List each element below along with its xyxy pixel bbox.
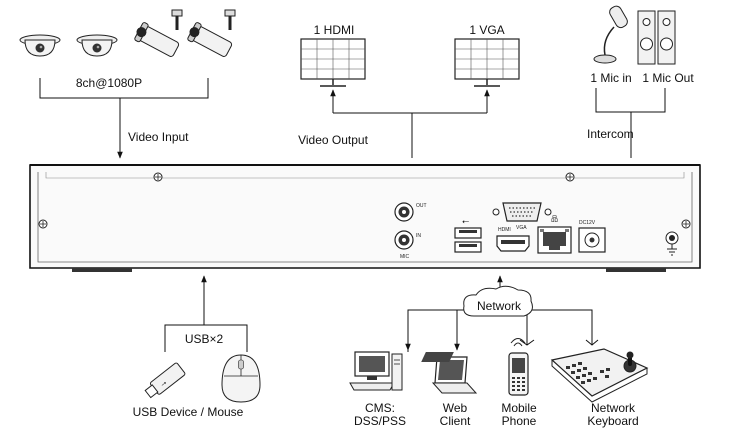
usb-count-label: USB×2 bbox=[184, 332, 224, 346]
network-symbol-icon: 品 bbox=[551, 215, 558, 223]
intercom-label: Intercom bbox=[587, 127, 634, 141]
web-client-label-line1: Web bbox=[442, 401, 468, 415]
mobile-phone-label-line2: Phone bbox=[501, 414, 537, 428]
web-client-label-line2: Client bbox=[439, 414, 471, 428]
intercom-connector bbox=[595, 88, 666, 158]
ethernet-port: 品 bbox=[537, 215, 572, 254]
network-keyboard-label-line1: Network bbox=[590, 401, 635, 415]
audio-in-port: IN MIC bbox=[394, 230, 421, 260]
dome-camera-icon bbox=[76, 34, 118, 57]
mobile-phone-label: Mobile Phone bbox=[501, 402, 536, 428]
network-cloud-icon bbox=[463, 285, 533, 317]
mobile-phone-label-line1: Mobile bbox=[501, 401, 537, 415]
bullet-camera-icon bbox=[187, 9, 236, 57]
vga-monitor-icon bbox=[454, 38, 520, 87]
audio-in-label: IN bbox=[416, 233, 421, 239]
video-input-label: Video Input bbox=[128, 130, 189, 144]
power-port: DC12V bbox=[578, 220, 606, 253]
vga-monitor-label: 1 VGA bbox=[469, 23, 505, 37]
network-label: Network bbox=[476, 299, 522, 313]
vga-port: VGA bbox=[492, 202, 552, 231]
nvr-rear-panel bbox=[29, 164, 701, 272]
video-input-connector bbox=[39, 78, 209, 159]
network-keyboard-icon bbox=[421, 348, 649, 403]
audio-out-port: OUT bbox=[394, 202, 427, 222]
microphone-icon bbox=[593, 5, 628, 64]
web-client-label: Web Client bbox=[440, 402, 471, 428]
network-keyboard-label-line2: Keyboard bbox=[587, 414, 639, 428]
hdmi-port: HDMI bbox=[496, 227, 530, 252]
network-connector bbox=[405, 275, 599, 352]
cms-label-line1: CMS: bbox=[365, 401, 395, 415]
mic-out-label: 1 Mic Out bbox=[642, 71, 694, 85]
ground-terminal-icon bbox=[665, 231, 679, 256]
mic-port-label: MIC bbox=[400, 254, 410, 260]
usb-stick-icon: ⭢ bbox=[144, 362, 186, 399]
camera-count-label: 8ch@1080P bbox=[75, 76, 143, 90]
usb-ports: ⭠ bbox=[454, 216, 482, 253]
network-keyboard-label: Network Keyboard bbox=[587, 402, 638, 428]
mouse-icon bbox=[221, 354, 261, 403]
mic-in-label: 1 Mic in bbox=[590, 71, 632, 85]
hdmi-port-label: HDMI bbox=[498, 227, 511, 233]
dome-camera-icon bbox=[19, 34, 61, 57]
vga-port-label: VGA bbox=[516, 225, 527, 231]
computer-icon bbox=[349, 351, 403, 391]
svg-text:⭢: ⭢ bbox=[160, 379, 169, 388]
video-output-connector bbox=[330, 89, 490, 158]
power-port-label: DC12V bbox=[579, 220, 596, 226]
usb-symbol-icon: ⭠ bbox=[462, 216, 469, 226]
laptop-icon bbox=[431, 356, 478, 394]
usb-device-label: USB Device / Mouse bbox=[132, 405, 244, 419]
audio-out-label: OUT bbox=[416, 203, 427, 209]
cms-label-line2: DSS/PSS bbox=[353, 414, 407, 428]
hdmi-monitor-label: 1 HDMI bbox=[313, 23, 355, 37]
cms-label: CMS: DSS/PSS bbox=[354, 402, 406, 428]
video-output-label: Video Output bbox=[298, 133, 368, 147]
hdmi-monitor-icon bbox=[300, 38, 366, 87]
bullet-camera-icon bbox=[134, 9, 183, 57]
usb-connector bbox=[164, 275, 248, 352]
speaker-icon bbox=[637, 10, 676, 65]
mobile-phone-icon bbox=[508, 338, 529, 396]
